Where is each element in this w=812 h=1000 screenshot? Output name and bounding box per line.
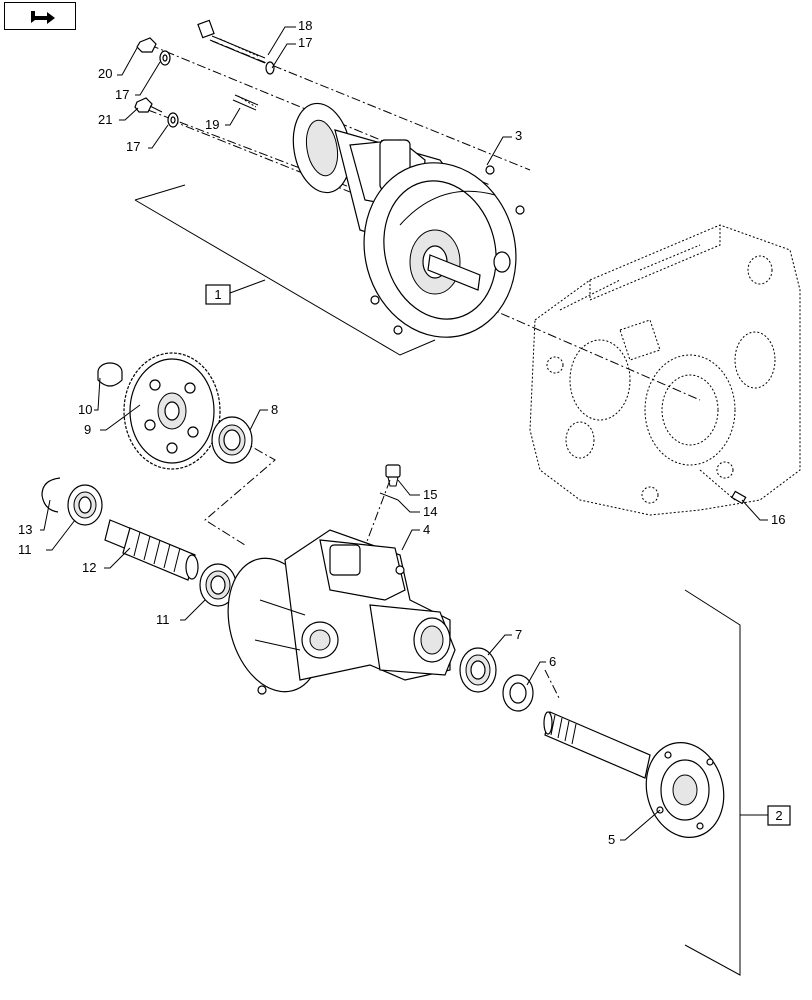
- washer-17-low: [167, 112, 179, 128]
- callout-9[interactable]: 9: [84, 422, 91, 437]
- washer-17-top: [265, 61, 275, 75]
- callout-18[interactable]: 18: [298, 18, 312, 33]
- callout-15[interactable]: 15: [423, 487, 437, 502]
- seal-6: [502, 674, 534, 712]
- bolt-21: [134, 97, 163, 113]
- bushing-10: [97, 362, 123, 387]
- callout-11-upper[interactable]: 11: [18, 542, 32, 557]
- nut-20: [136, 37, 157, 53]
- callout-17-top[interactable]: 17: [298, 35, 312, 50]
- callout-13[interactable]: 13: [18, 522, 32, 537]
- callout-14[interactable]: 14: [423, 504, 437, 519]
- circlip-13: [41, 477, 61, 513]
- transmission-case-reference: [529, 224, 801, 516]
- bearing-7: [459, 647, 497, 693]
- svg-text:1: 1: [214, 287, 221, 302]
- callout-11-lower[interactable]: 11: [156, 612, 170, 627]
- callout-box-1[interactable]: 1: [205, 284, 231, 305]
- bearing-11-upper: [67, 484, 103, 526]
- washer-14: [379, 492, 399, 501]
- callout-19[interactable]: 19: [205, 117, 219, 132]
- callout-7[interactable]: 7: [515, 627, 522, 642]
- leader-lines: [40, 26, 768, 841]
- bearing-11-lower: [199, 563, 237, 607]
- stud-19: [232, 94, 259, 111]
- callout-17-mid[interactable]: 17: [115, 87, 129, 102]
- svg-text:2: 2: [775, 808, 782, 823]
- callout-5[interactable]: 5: [608, 832, 615, 847]
- callout-8[interactable]: 8: [271, 402, 278, 417]
- callout-16[interactable]: 16: [771, 512, 785, 527]
- callout-6[interactable]: 6: [549, 654, 556, 669]
- callout-21[interactable]: 21: [98, 112, 112, 127]
- gear-housing-4: [227, 529, 456, 695]
- arrow-right-icon: [31, 11, 55, 24]
- axle-5: [543, 711, 725, 838]
- final-drive-housing-3: [292, 102, 525, 338]
- breather-15: [385, 464, 401, 487]
- callout-10[interactable]: 10: [78, 402, 92, 417]
- navigation-button[interactable]: [4, 2, 76, 30]
- pinion-shaft-12: [104, 519, 199, 581]
- callout-4[interactable]: 4: [423, 522, 430, 537]
- callout-20[interactable]: 20: [98, 66, 112, 81]
- callout-17-low[interactable]: 17: [126, 139, 140, 154]
- callout-3[interactable]: 3: [515, 128, 522, 143]
- bearing-8: [211, 416, 253, 464]
- bolt-18: [197, 19, 266, 64]
- gear-9: [123, 352, 221, 470]
- callout-12[interactable]: 12: [82, 560, 96, 575]
- washer-17-mid: [159, 50, 171, 66]
- group-brackets: [134, 184, 768, 976]
- callout-box-2[interactable]: 2: [767, 805, 791, 826]
